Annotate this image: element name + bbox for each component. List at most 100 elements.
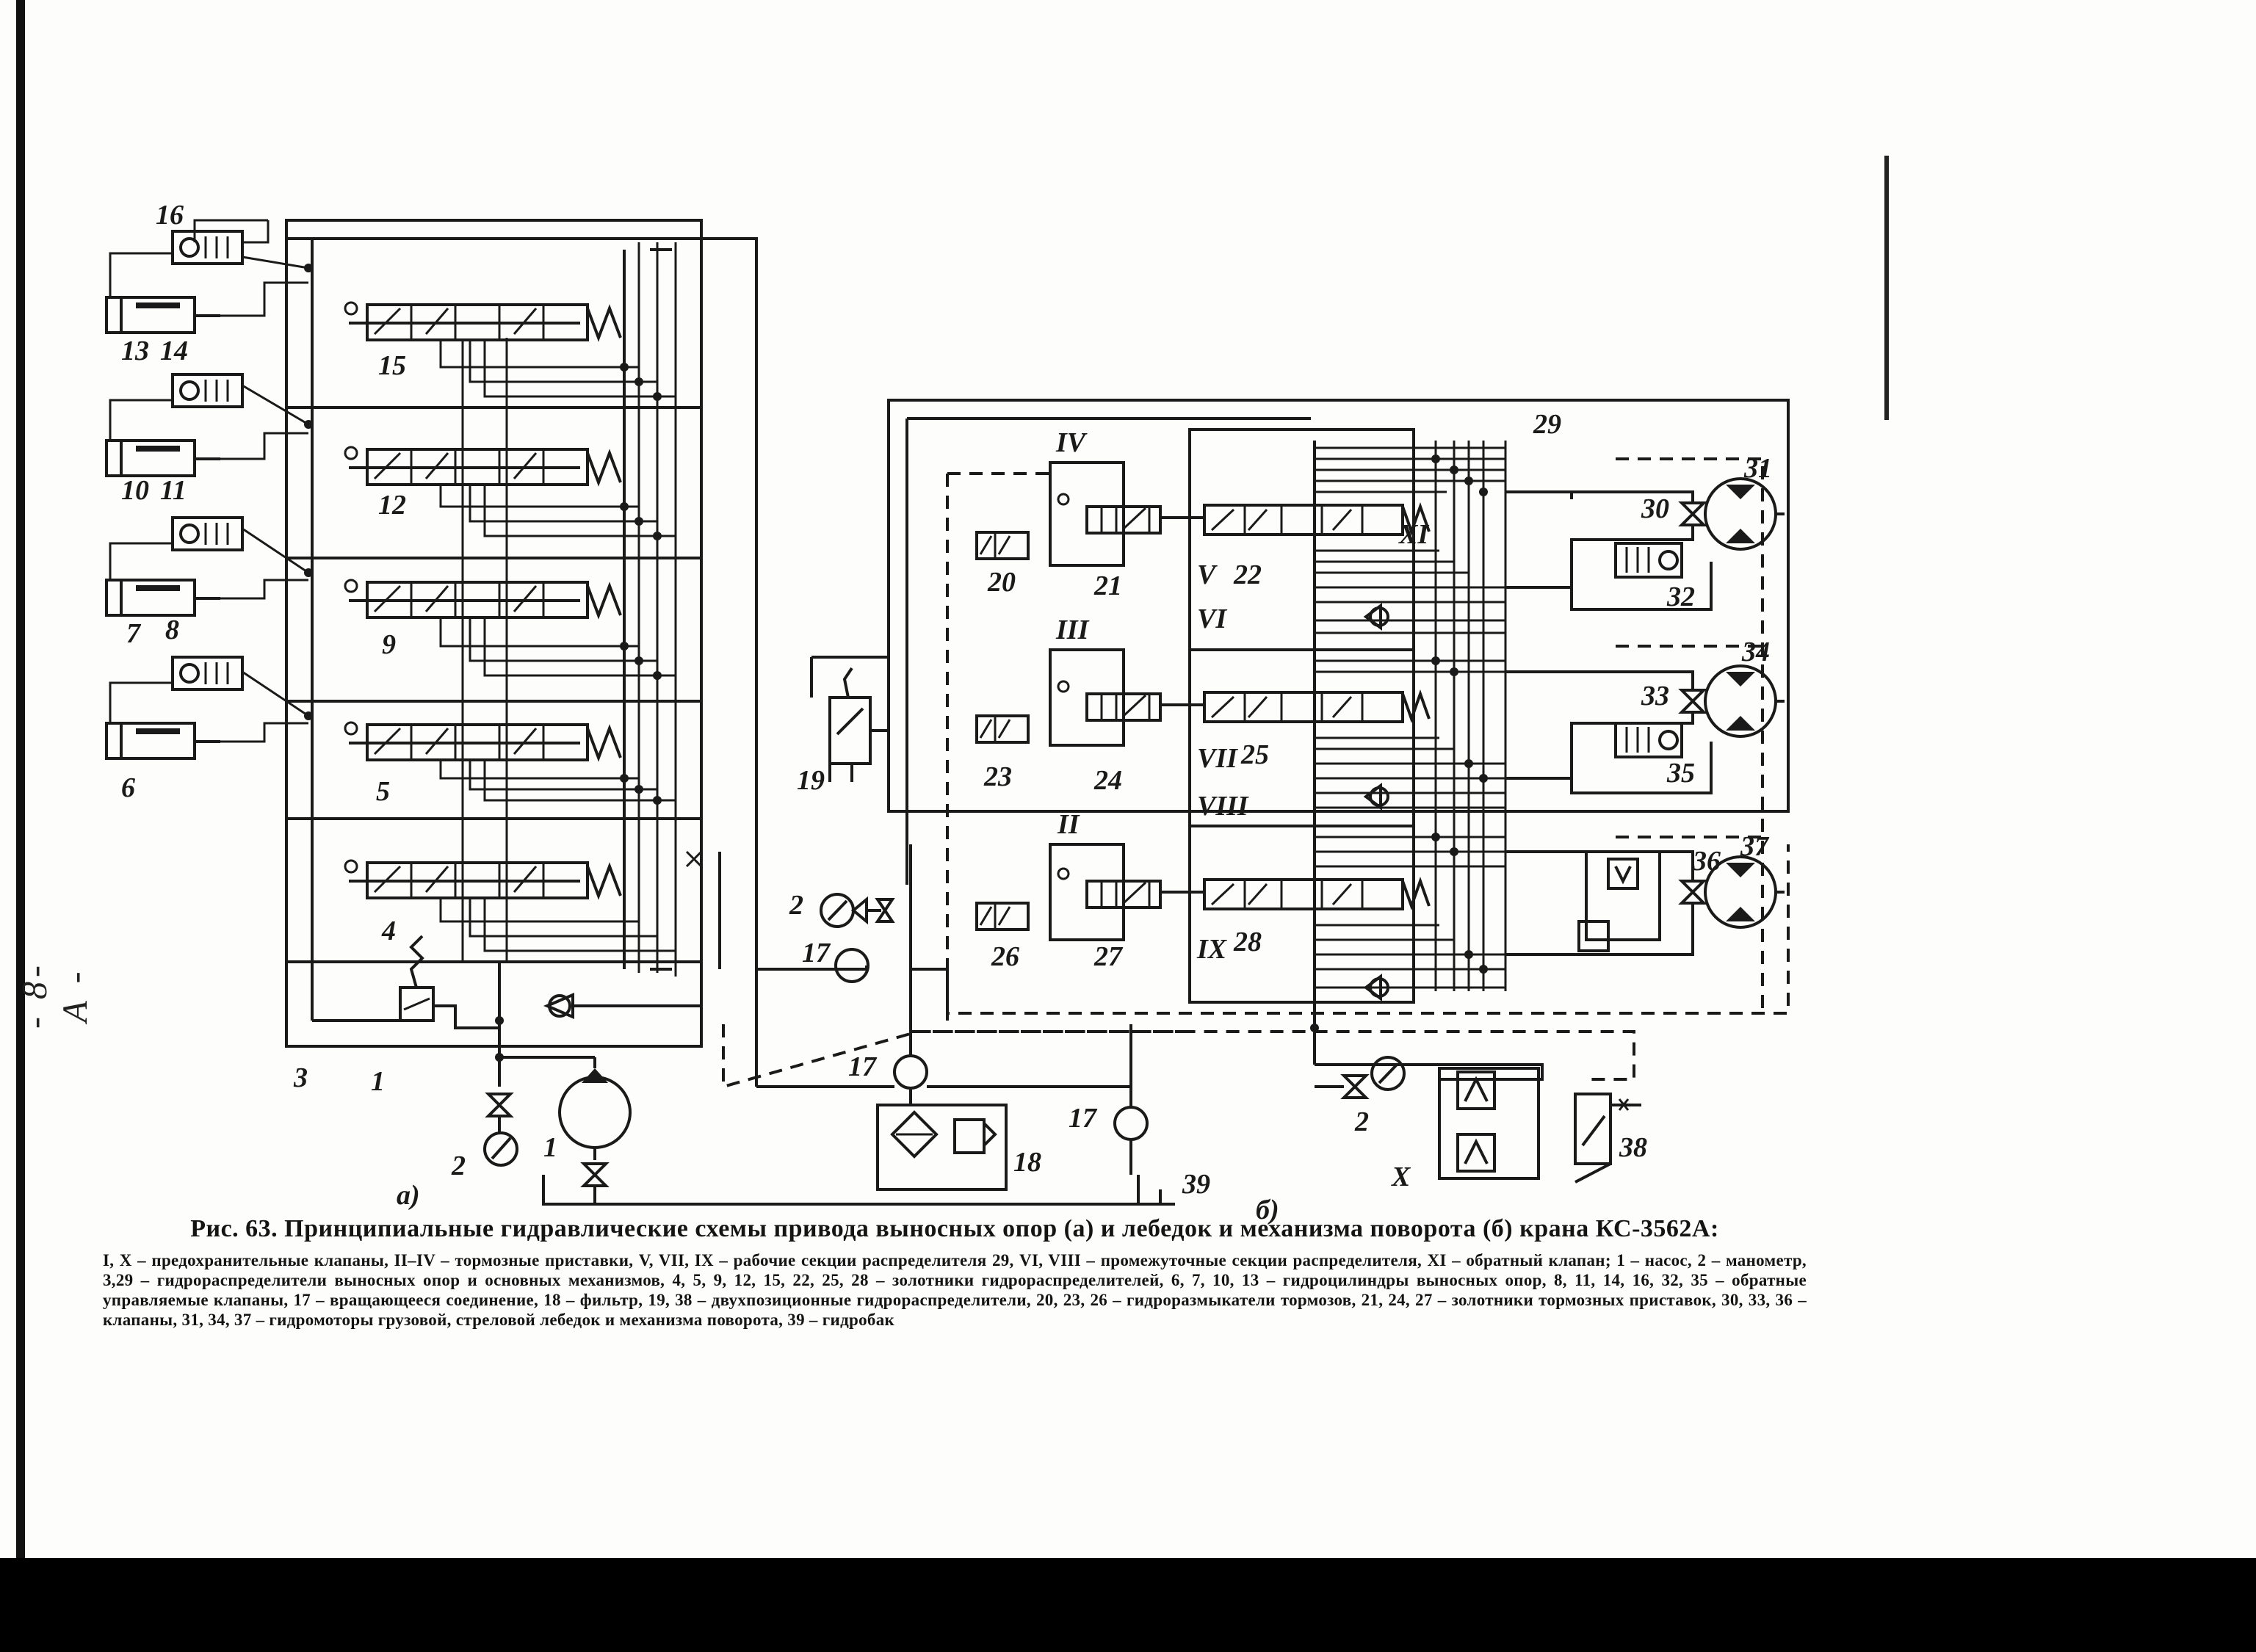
label-28: 28: [1233, 927, 1262, 957]
safety-valve-X: [1439, 1068, 1539, 1178]
check-valve-16: [173, 231, 242, 264]
page-edge-rule: [16, 0, 25, 1558]
labels: 16 13 14 10 11 7 8 6 15 12 9 5 4 3 1 2 1…: [121, 200, 1772, 1225]
check-valve-11: [173, 518, 242, 550]
figure-caption: Рис. 63. Принципиальные гидравлические с…: [103, 1215, 1807, 1330]
distributor-3-frame: [286, 220, 701, 1046]
distributor-38: [1575, 1094, 1641, 1182]
label-3: 3: [293, 1062, 308, 1093]
part-a-label: а): [397, 1180, 420, 1211]
label-26: 26: [991, 941, 1019, 972]
label-13: 13: [121, 336, 149, 366]
spool-15: [345, 302, 621, 340]
label-2b: 2: [789, 890, 803, 921]
label-17a: 17: [802, 938, 831, 968]
label-10: 10: [121, 475, 149, 506]
scan-bottom-band: [0, 1558, 2256, 1652]
label-34: 34: [1741, 637, 1770, 667]
label-19: 19: [797, 765, 825, 796]
spool-12: [345, 447, 621, 485]
label-V: V: [1197, 559, 1218, 590]
label-22: 22: [1233, 559, 1262, 590]
cylinder-10: [106, 441, 220, 476]
valve-33: [1682, 690, 1704, 712]
check-valve-8: [173, 657, 242, 689]
label-VI: VI: [1197, 604, 1227, 634]
manometer-2a: [485, 1133, 517, 1165]
brake-releaser-26: [977, 903, 1028, 930]
spool-5: [345, 722, 621, 760]
label-33: 33: [1641, 681, 1669, 711]
distributor-19: [811, 657, 889, 782]
caption-title: Рис. 63. Принципиальные гидравлические с…: [190, 1215, 1719, 1242]
label-2c: 2: [1354, 1106, 1369, 1137]
brake-releaser-23: [977, 716, 1028, 742]
label-37: 37: [1740, 831, 1770, 862]
tank-39: [1138, 1189, 1175, 1204]
label-15: 15: [378, 350, 406, 381]
valve-30: [1682, 503, 1704, 525]
label-8: 8: [165, 615, 179, 645]
label-16: 16: [156, 200, 184, 231]
outer-frame-b: [889, 400, 1788, 811]
spool-28: [1160, 880, 1429, 909]
scheme-a: [106, 220, 1138, 1204]
spool-4: [345, 861, 621, 898]
label-20: 20: [987, 567, 1016, 598]
binding-mark: [1884, 156, 1889, 420]
label-5: 5: [376, 776, 390, 807]
brake-block-IV: [1050, 463, 1160, 565]
label-VIII: VIII: [1197, 791, 1249, 822]
spool-25: [1160, 692, 1429, 722]
check-valve-32: [1616, 543, 1682, 577]
label-30: 30: [1641, 493, 1669, 524]
label-XI: XI: [1398, 519, 1429, 550]
cylinder-13: [106, 297, 220, 333]
brake-block-III: [1050, 650, 1160, 745]
check-valve-35: [1616, 723, 1682, 757]
label-24: 24: [1093, 765, 1122, 796]
check-valve-14: [173, 374, 242, 407]
rotary-joint-17b: [894, 1056, 927, 1088]
cylinder-7: [106, 580, 220, 615]
label-17b: 17: [848, 1051, 878, 1082]
label-25: 25: [1240, 739, 1269, 770]
rotary-joint-17c: [1115, 1107, 1147, 1140]
pump-1: [499, 1057, 630, 1204]
label-IX: IX: [1196, 934, 1228, 965]
label-9: 9: [382, 629, 396, 660]
label-31: 31: [1743, 453, 1772, 484]
label-II: II: [1057, 809, 1080, 840]
rotary-joint-17a: [836, 949, 868, 982]
check-valve-b2: [1366, 786, 1388, 808]
label-VII: VII: [1197, 743, 1238, 774]
distributor-29-frame: [1190, 430, 1414, 1002]
label-12: 12: [378, 490, 406, 521]
manometer-2c: [1372, 1057, 1404, 1090]
label-27: 27: [1093, 941, 1124, 972]
check-valve-b3: [1366, 977, 1388, 999]
label-39: 39: [1182, 1169, 1210, 1200]
hydromotor-31: [1705, 479, 1776, 549]
label-21: 21: [1093, 570, 1122, 601]
label-36: 36: [1692, 846, 1721, 877]
label-38: 38: [1619, 1132, 1647, 1163]
label-6: 6: [121, 772, 135, 803]
label-17c: 17: [1069, 1103, 1098, 1134]
part-b-label: б): [1256, 1195, 1279, 1225]
label-18: 18: [1013, 1147, 1041, 1178]
brake-block-II: [1050, 844, 1160, 940]
caption-body: I, X – предохранительные клапаны, II–IV …: [103, 1251, 1807, 1329]
label-2: 2: [451, 1151, 466, 1181]
label-III: III: [1055, 615, 1090, 645]
label-1: 1: [371, 1066, 385, 1097]
label-29: 29: [1533, 409, 1561, 440]
label-IV: IV: [1055, 427, 1088, 458]
valve-36: [1682, 881, 1704, 903]
label-4: 4: [381, 916, 396, 946]
label-11: 11: [160, 475, 187, 506]
label-7: 7: [126, 618, 142, 649]
spool-22: [1160, 505, 1429, 535]
